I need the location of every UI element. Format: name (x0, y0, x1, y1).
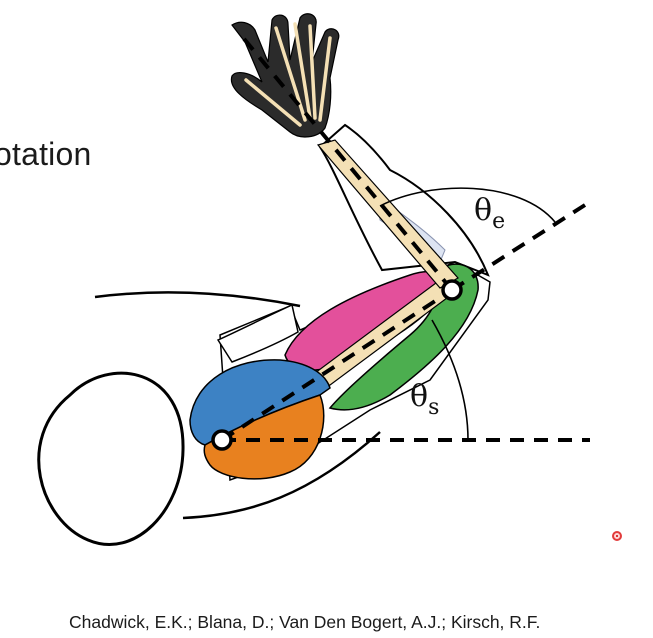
forearm-outline (318, 123, 490, 277)
deltoid-posterior (189, 359, 331, 446)
shoulder-angle-arc (431, 319, 469, 441)
humerus-axis-line (220, 288, 454, 442)
hand-bones (244, 22, 332, 127)
hand-silhouette (230, 13, 340, 138)
elbow-angle-label: θe (474, 193, 505, 234)
shoulder-sleeve (216, 303, 299, 363)
elbow-angle-arc (379, 187, 556, 223)
elbow-joint-marker (441, 279, 463, 301)
shoulder-joint-marker (211, 429, 233, 451)
deltoid-anterior (203, 394, 325, 480)
reference-lines (220, 32, 590, 442)
slide-title: otation (0, 136, 92, 172)
body-outline (94, 291, 381, 520)
elbow-extension-line (450, 203, 587, 292)
forearm-axis-line (238, 32, 454, 292)
shoulder-angle-label: θs (410, 379, 439, 420)
head-outline (37, 371, 185, 546)
laser-pointer-icon (612, 531, 622, 541)
citation: Chadwick, E.K.; Blana, D.; Van Den Boger… (69, 612, 541, 632)
